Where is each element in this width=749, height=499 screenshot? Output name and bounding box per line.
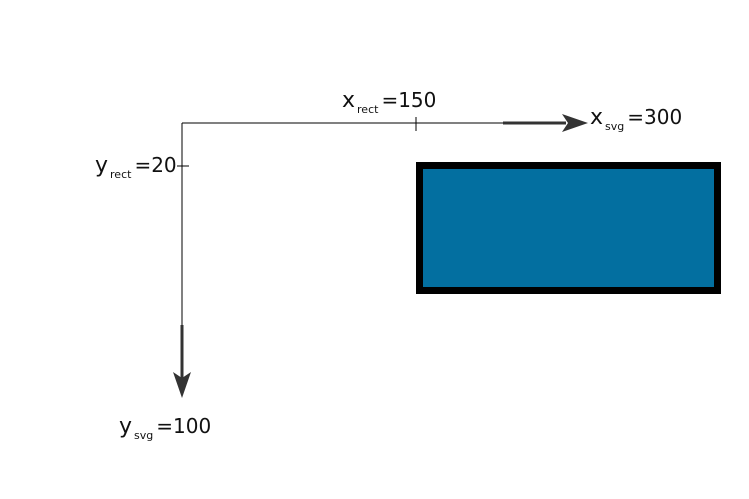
x-rect-subscript: rect	[357, 103, 379, 116]
y-rect-subscript: rect	[110, 168, 132, 181]
x-svg-value: =300	[627, 105, 683, 129]
y-svg-value: =100	[156, 414, 212, 438]
svg-rectangle	[416, 162, 721, 294]
x-rect-var: x	[342, 88, 356, 113]
x-axis-arrow-head	[562, 114, 588, 132]
y-rect-value: =20	[134, 153, 177, 177]
y-rect-var: y	[95, 153, 109, 178]
x-svg-var: x	[590, 105, 604, 130]
y-svg-var: y	[119, 414, 133, 439]
x-svg-subscript: svg	[605, 120, 625, 133]
y-axis-arrow-head	[173, 372, 191, 398]
x-rect-value: =150	[381, 88, 437, 112]
y-svg-subscript: svg	[134, 429, 154, 442]
